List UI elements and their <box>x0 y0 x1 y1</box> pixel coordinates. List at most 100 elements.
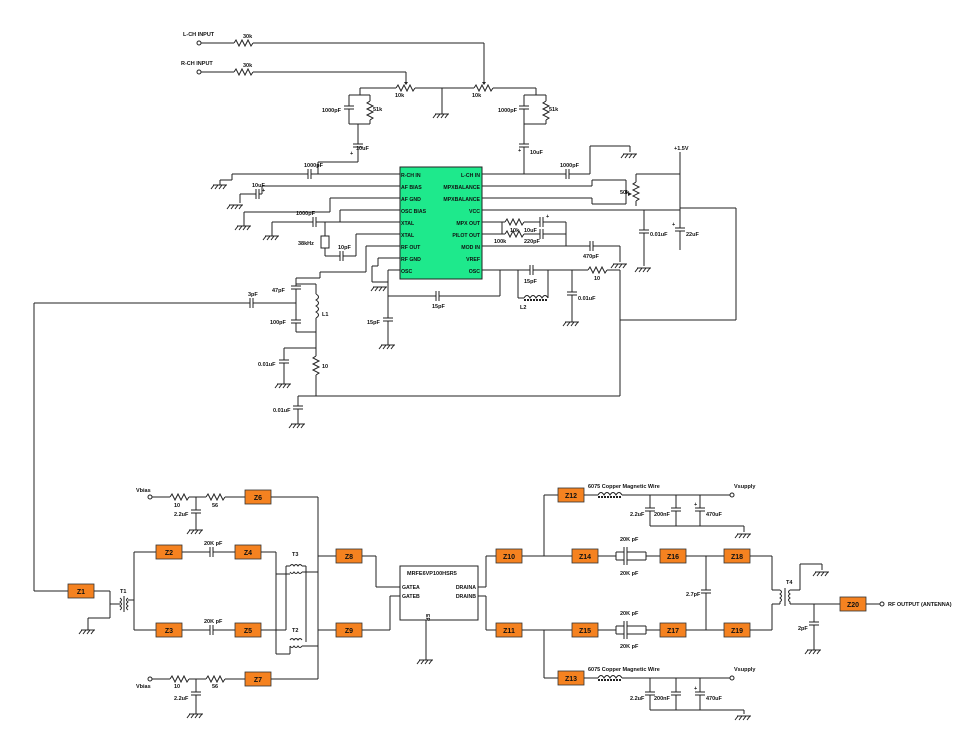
c15p-c-label: 15pF <box>367 320 380 326</box>
t2-label: T2 <box>292 628 298 634</box>
svg-text:+: + <box>546 214 549 220</box>
ground-icon <box>562 321 580 327</box>
c10u-b-label: 10uF <box>530 150 543 156</box>
ground-icon <box>234 225 252 231</box>
cap-1000pf-d <box>565 168 570 180</box>
c200n-bot-label: 200nF <box>654 696 671 702</box>
ground-icon <box>804 649 822 655</box>
pin-label: MPXBALANCE <box>443 197 480 203</box>
resistor-56-top <box>205 493 226 501</box>
cap-001uf-d <box>292 405 304 410</box>
cap-200nf-bottom <box>670 691 682 696</box>
resistor-56-bottom <box>205 675 226 683</box>
cap-15pf-a <box>529 264 534 276</box>
cap-22uf-supply-bottom <box>644 691 656 696</box>
c1000-e-label: 1000pF <box>296 211 316 217</box>
z14-label: Z14 <box>579 554 591 561</box>
gate-b-label: GATEB <box>402 594 420 600</box>
z19-label: Z19 <box>731 628 743 635</box>
pin-label: MOD IN <box>461 245 480 251</box>
r10-top-label: 10 <box>174 503 180 509</box>
z10-label: Z10 <box>503 554 515 561</box>
r51k-a-label: 51k <box>373 107 383 113</box>
cap-10uf-b <box>518 143 530 148</box>
cap-20k-pf-f <box>623 628 628 640</box>
transformer-t1 <box>119 597 122 611</box>
t3-label: T3 <box>292 552 298 558</box>
pot-10k-a-label: 10k <box>395 93 405 99</box>
ground-icon <box>210 184 228 190</box>
z5-label: Z5 <box>244 628 252 635</box>
cap-1000pf-e <box>312 216 317 228</box>
c22-sup-bot-label: 2.2uF <box>630 696 645 702</box>
vbias-top-terminal <box>147 494 153 500</box>
svg-text:+: + <box>518 148 521 154</box>
pot-10k-b-label: 10k <box>472 93 482 99</box>
c20k-a-label: 20K pF <box>204 541 223 547</box>
cap-1000pf-a <box>343 105 355 110</box>
pin-label: AF BIAS <box>401 185 422 191</box>
cap-10uf-d <box>539 216 544 228</box>
vsupply-bottom-terminal <box>729 675 735 681</box>
cap-10uf-c <box>255 188 260 200</box>
c001-a-label: 0.01uF <box>650 232 668 238</box>
chip-left-wiring: 1000pF 10uF + 1000pF 38kHz <box>210 162 500 350</box>
cap-20k-pf-d <box>623 554 628 566</box>
resistor-10k <box>504 218 525 226</box>
power-amplifier-section: Z1 T1 Z2 20K pF Z4 Z3 20K pF Z5 <box>33 303 952 721</box>
cap-3pf <box>249 297 254 309</box>
cap-10pf <box>339 250 344 262</box>
vbias-top-label: Vbias <box>136 488 151 494</box>
pin-label: L-CH IN <box>461 173 480 179</box>
c220p-label: 220pF <box>524 239 541 245</box>
c10u-a-label: 10uF <box>356 146 369 152</box>
z1-label: Z1 <box>77 589 85 596</box>
chip-body <box>399 166 483 280</box>
fm-transmitter-chip: R-CH IN AF BIAS AF GND OSC BIAS XTAL XTA… <box>399 166 483 280</box>
t1-label: T1 <box>120 589 126 595</box>
c001-d-label: 0.01uF <box>273 408 291 414</box>
pin-label: XTAL <box>401 233 415 239</box>
r10-b-label: 10 <box>322 364 328 370</box>
c20k-d-label: 20K pF <box>620 571 639 577</box>
pot-50k <box>632 181 640 202</box>
r10k-label: 10k <box>510 228 520 234</box>
z7-label: Z7 <box>254 677 262 684</box>
rf-transistor <box>399 565 479 621</box>
cap-22uf <box>674 227 686 232</box>
svg-text:+: + <box>694 502 697 508</box>
cap-20k-pf-a <box>209 546 214 558</box>
inductor-l1 <box>315 293 319 319</box>
pot50k-label: 50k <box>620 190 630 196</box>
svg-text:+: + <box>694 686 697 692</box>
ground-icon <box>226 204 244 210</box>
resistor-10-b <box>312 355 320 376</box>
cap-22uf-bottom <box>190 691 202 696</box>
z16-label: Z16 <box>667 554 679 561</box>
gate-a-label: GATEA <box>402 585 420 591</box>
cap-001uf-b <box>566 291 578 296</box>
l-ch-input-terminal <box>196 40 202 46</box>
pot-10k-a <box>395 84 416 92</box>
ground-icon <box>734 533 752 539</box>
c22-bot-label: 2.2uF <box>174 696 189 702</box>
c22-sup-top-label: 2.2uF <box>630 512 645 518</box>
ground-icon <box>610 263 628 269</box>
c10u-d-label: 10uF <box>524 228 537 234</box>
svg-text:+: + <box>672 222 675 228</box>
vsupply-top-terminal <box>729 492 735 498</box>
transformer-t4 <box>779 589 782 604</box>
r56-top-label: 56 <box>212 503 218 509</box>
c1000-b-label: 1000pF <box>498 108 518 114</box>
supply-label: +1.5V <box>674 146 689 152</box>
rf-tank-section: 47pF 3pF 100pF L1 0.01uF 10 0.01uF <box>34 208 737 429</box>
rf-output-terminal <box>879 601 885 607</box>
pin-label: OSC BIAS <box>401 209 427 215</box>
cap-15pf-b <box>435 290 440 302</box>
transistor-name: MRFE6VP100HSR5 <box>407 571 457 577</box>
z11-label: Z11 <box>503 628 515 635</box>
pin-label: AF GND <box>401 197 421 203</box>
z17-label: Z17 <box>667 628 679 635</box>
z4-label: Z4 <box>244 550 252 557</box>
r-ch-input-label: R-CH INPUT <box>181 61 213 67</box>
